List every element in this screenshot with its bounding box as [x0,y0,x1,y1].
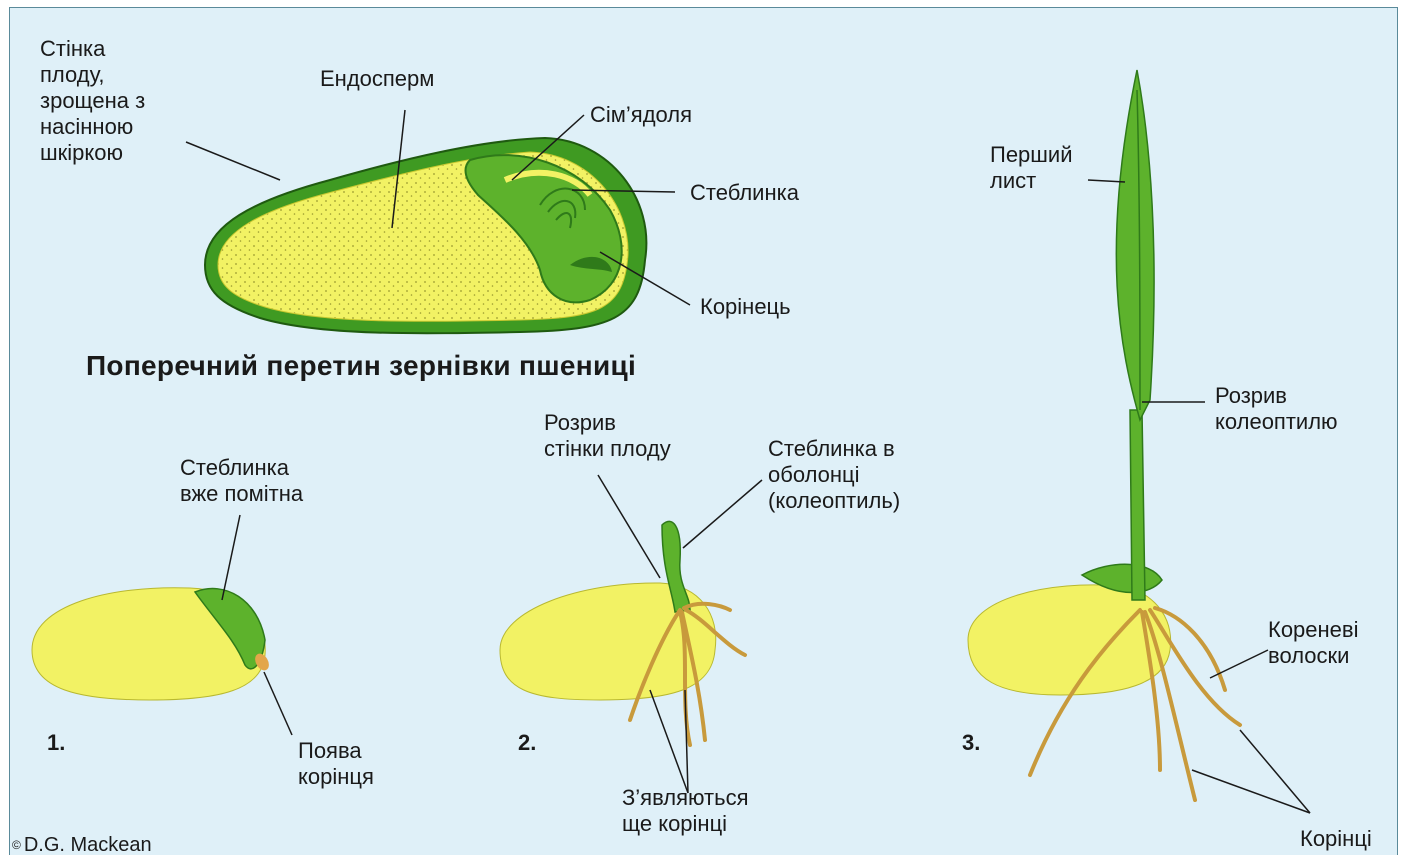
label-pericarp: Стінка плоду, зрощена з насінною шкіркою [40,36,145,166]
label-radicle: Корінець [700,294,791,320]
copyright-symbol: © [12,838,21,852]
label-more-roots: З’являються ще корінці [622,785,749,837]
label-endosperm: Ендосперм [320,66,434,92]
label-fruit-wall-rupture: Розрив стінки плоду [544,410,671,462]
stage1-grain [32,588,272,700]
label-root-hairs: Кореневі волоски [1268,617,1358,669]
label-radicle-emerges: Поява корінця [298,738,374,790]
label-plumule-visible: Стеблинка вже помітна [180,455,303,507]
diagram-title: Поперечний перетин зернівки пшениці [86,350,636,382]
label-coleoptile-rupture: Розрив колеоптилю [1215,383,1338,435]
credit-author: D.G. Mackean [24,834,152,856]
stage2-seedling [500,521,745,745]
stage3-first-leaf [1116,70,1154,420]
stage2-number: 2. [518,730,536,756]
label-plumule-in-sheath: Стеблинка в оболонці (колеоптиль) [768,436,900,514]
grain-cross-section [205,138,646,333]
label-cotyledon: Сім’ядоля [590,102,692,128]
label-plumule: Стеблинка [690,180,799,206]
stage1-number: 1. [47,730,65,756]
stage3-number: 3. [962,730,980,756]
label-roots: Корінці [1300,826,1372,852]
stage3-stem [1130,410,1145,600]
copyright-credit: ©D.G. Mackean [12,834,152,856]
label-first-leaf: Перший лист [990,142,1073,194]
